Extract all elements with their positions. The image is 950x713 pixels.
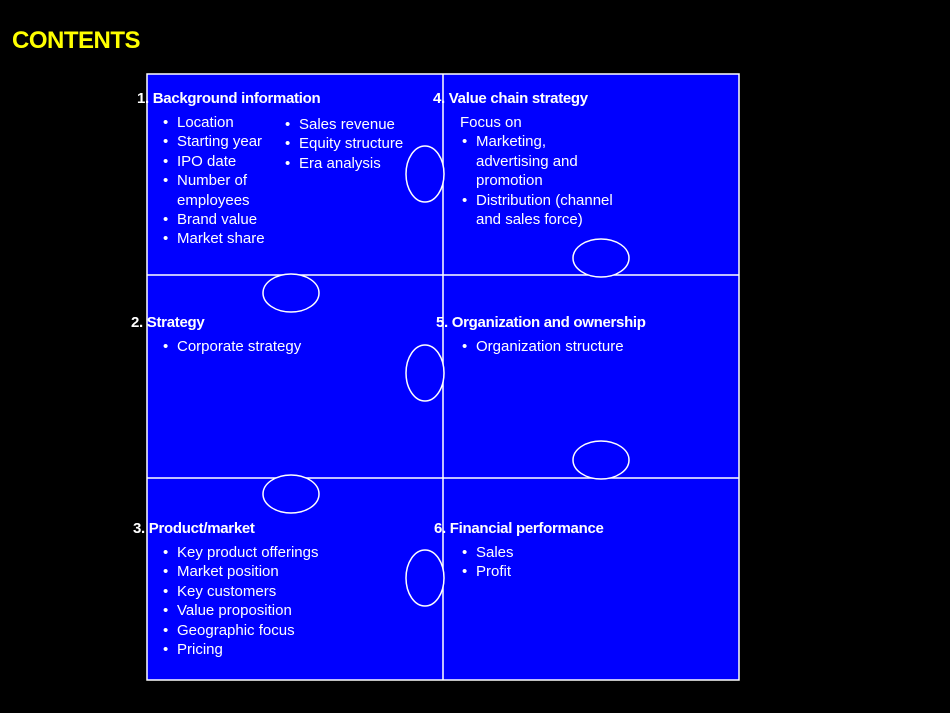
section-background-information: 1. Background information Location Start…: [137, 90, 403, 249]
puzzle-knob: [405, 344, 445, 402]
bullet-list: Key product offerings Market position Ke…: [161, 543, 318, 660]
list-item: Market share: [161, 229, 283, 249]
section-heading: 1. Background information: [137, 90, 321, 107]
section-heading: 6. Financial performance: [434, 520, 604, 537]
list-item: Organization structure: [460, 337, 646, 357]
list-item: Sales revenue: [283, 115, 403, 135]
list-item: IPO date: [161, 152, 283, 172]
section-heading: 5. Organization and ownership: [436, 314, 646, 331]
section-heading: 2. Strategy: [131, 314, 205, 331]
list-item: Number of employees: [161, 171, 267, 210]
list-item: Key customers: [161, 582, 318, 602]
list-item: Pricing: [161, 640, 318, 660]
puzzle-knob: [572, 238, 630, 278]
section-heading: 3. Product/market: [133, 520, 255, 537]
puzzle-knob: [262, 273, 320, 313]
intro-text: Focus on: [460, 114, 522, 131]
section-value-chain-strategy: 4. Value chain strategy Focus on Marketi…: [433, 90, 635, 229]
puzzle-knob: [405, 549, 445, 607]
slide-title: CONTENTS: [12, 27, 141, 54]
section-financial-performance: 6. Financial performance Sales Profit: [434, 520, 604, 582]
section-heading: 4. Value chain strategy: [433, 90, 588, 107]
list-item: Marketing, advertising and promotion: [460, 132, 586, 190]
list-item: Profit: [460, 562, 604, 582]
section-strategy: 2. Strategy Corporate strategy: [131, 314, 301, 357]
list-item: Corporate strategy: [161, 337, 301, 357]
list-item: Market position: [161, 562, 318, 582]
list-item: Distribution (channel and sales force): [460, 191, 635, 230]
bullet-list: Location Starting year IPO date Number o…: [161, 113, 283, 249]
list-item: Geographic focus: [161, 621, 318, 641]
list-item: Sales: [460, 543, 604, 563]
bullet-list: Marketing, advertising and promotion Dis…: [460, 132, 635, 229]
puzzle-knob: [572, 440, 630, 480]
list-item: Location: [161, 113, 283, 133]
bullet-list: Corporate strategy: [161, 337, 301, 357]
list-item: Starting year: [161, 132, 283, 152]
section-organization-ownership: 5. Organization and ownership Organizati…: [436, 314, 646, 357]
bullet-list: Organization structure: [460, 337, 646, 357]
list-item: Equity structure: [283, 134, 403, 154]
list-item: Era analysis: [283, 154, 403, 174]
list-item: Key product offerings: [161, 543, 318, 563]
puzzle-knob: [262, 474, 320, 514]
bullet-list: Sales Profit: [460, 543, 604, 582]
puzzle-knob: [405, 145, 445, 203]
list-item: Brand value: [161, 210, 283, 230]
list-item: Value proposition: [161, 601, 318, 621]
section-product-market: 3. Product/market Key product offerings …: [133, 520, 318, 660]
bullet-list: Sales revenue Equity structure Era analy…: [283, 115, 403, 249]
